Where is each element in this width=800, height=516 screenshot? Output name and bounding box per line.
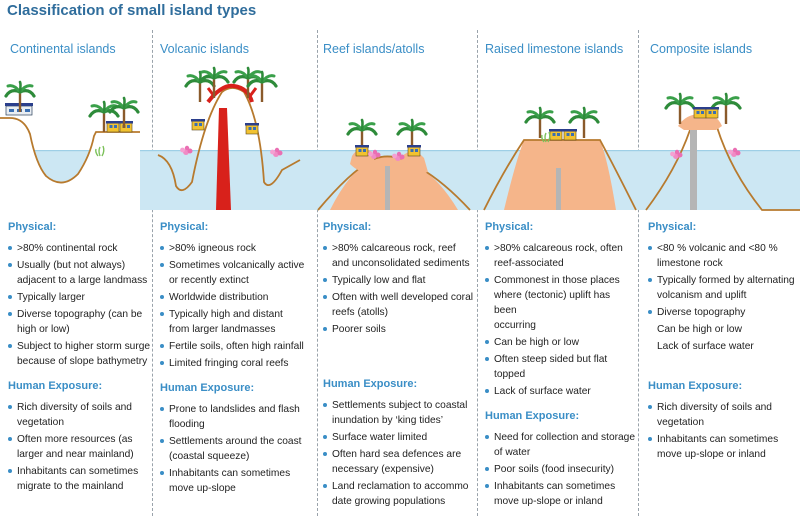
human-exposure-heading: Human Exposure: <box>485 410 580 422</box>
column-divider <box>152 30 153 516</box>
list-item: Poorer soils <box>323 322 473 337</box>
list-item: Diverse topography <box>648 305 798 320</box>
physical-heading: Physical: <box>323 221 372 233</box>
list-item: Can be high or low <box>485 335 635 350</box>
list-item: Settlements around the coast (coastal sq… <box>160 434 310 464</box>
list-item: Typically larger <box>8 290 158 305</box>
list-item: Often hard sea defences are necessary (e… <box>323 447 473 477</box>
column-divider <box>317 30 318 516</box>
physical-heading: Physical: <box>160 221 209 233</box>
list-item: >80% igneous rock <box>160 241 310 256</box>
physical-list: >80% continental rock Usually (but not a… <box>8 241 158 369</box>
human-exposure-list: Rich diversity of soils and vegetation O… <box>8 400 158 494</box>
list-item: Often steep sided but flat topped <box>485 352 635 382</box>
header-continental-islands: Continental islands <box>10 42 116 56</box>
list-item: Rich diversity of soils and vegetation <box>648 400 798 430</box>
list-item: Inhabitants can sometimes move up-slope <box>160 466 310 496</box>
list-item: Worldwide distribution <box>160 290 310 305</box>
physical-list: >80% calcareous rock, often reef-associa… <box>485 241 635 399</box>
column-reef-atolls: Physical: >80% calcareous rock, reef and… <box>323 220 473 511</box>
list-item: Typically formed by alternating volcanis… <box>648 273 798 303</box>
column-continental: Physical: >80% continental rock Usually … <box>8 220 158 496</box>
list-item: Often more resources (as larger and near… <box>8 432 158 462</box>
list-item: >80% calcareous rock, often reef-associa… <box>485 241 635 271</box>
physical-list: >80% calcareous rock, reef and unconsoli… <box>323 241 473 337</box>
list-item: Surface water limited <box>323 430 473 445</box>
header-reef-islands: Reef islands/atolls <box>323 42 425 56</box>
column-composite: Physical: <80 % volcanic and <80 % limes… <box>648 220 798 464</box>
list-item: Poor soils (food insecurity) <box>485 462 635 477</box>
header-composite-islands: Composite islands <box>650 42 753 56</box>
column-divider <box>638 30 639 516</box>
list-item: >80% continental rock <box>8 241 158 256</box>
physical-heading: Physical: <box>648 221 697 233</box>
human-exposure-list: Need for collection and storage of water… <box>485 430 635 509</box>
list-item: Fertile soils, often high rainfall <box>160 339 310 354</box>
human-exposure-list: Settlements subject to coastal inundatio… <box>323 398 473 509</box>
list-item: Typically high and distant from larger l… <box>160 307 310 337</box>
list-item: Rich diversity of soils and vegetation <box>8 400 158 430</box>
header-volcanic-islands: Volcanic islands <box>160 42 249 56</box>
list-item: Land reclamation to accommo date growing… <box>323 479 473 509</box>
list-item: Usually (but not always) adjacent to a l… <box>8 258 158 288</box>
human-exposure-heading: Human Exposure: <box>323 378 418 390</box>
list-item: Need for collection and storage of water <box>485 430 635 460</box>
list-item: <80 % volcanic and <80 % limestone rock <box>648 241 798 271</box>
island-cross-section-illustration <box>0 66 800 211</box>
list-item: Diverse topography (can be high or low) <box>8 307 158 337</box>
list-item: Prone to landslides and flash flooding <box>160 402 310 432</box>
human-exposure-heading: Human Exposure: <box>648 380 743 392</box>
list-item: Inhabitants can sometimes migrate to the… <box>8 464 158 494</box>
list-item: Settlements subject to coastal inundatio… <box>323 398 473 428</box>
list-item: Subject to higher storm surge because of… <box>8 339 158 369</box>
human-exposure-heading: Human Exposure: <box>160 382 255 394</box>
column-divider <box>477 30 478 516</box>
human-exposure-list: Prone to landslides and flash flooding S… <box>160 402 310 496</box>
list-item: Typically low and flat <box>323 273 473 288</box>
physical-heading: Physical: <box>8 221 57 233</box>
list-item: Lack of surface water <box>657 341 754 352</box>
column-raised-limestone: Physical: >80% calcareous rock, often re… <box>485 220 635 511</box>
header-raised-limestone: Raised limestone islands <box>485 42 624 56</box>
list-item: Inhabitants can sometimes move up-slope … <box>485 479 635 509</box>
physical-heading: Physical: <box>485 221 534 233</box>
human-exposure-list: Rich diversity of soils and vegetation I… <box>648 400 798 462</box>
list-item: Often with well developed coral reefs (a… <box>323 290 473 320</box>
list-item: Limited fringing coral reefs <box>160 356 310 371</box>
list-item: Sometimes volcanically active or recentl… <box>160 258 310 288</box>
list-item: Lack of surface water <box>485 384 635 399</box>
list-item: >80% calcareous rock, reef and unconsoli… <box>323 241 473 271</box>
physical-list: >80% igneous rock Sometimes volcanically… <box>160 241 310 371</box>
list-item: Can be high or low <box>657 324 742 335</box>
column-volcanic: Physical: >80% igneous rock Sometimes vo… <box>160 220 310 498</box>
human-exposure-heading: Human Exposure: <box>8 380 103 392</box>
diagram-title: Classification of small island types <box>7 2 257 19</box>
list-item: Commonest in those places where (tectoni… <box>485 273 635 333</box>
physical-list: <80 % volcanic and <80 % limestone rock … <box>648 241 798 354</box>
list-item: Inhabitants can sometimes move up-slope … <box>648 432 798 462</box>
